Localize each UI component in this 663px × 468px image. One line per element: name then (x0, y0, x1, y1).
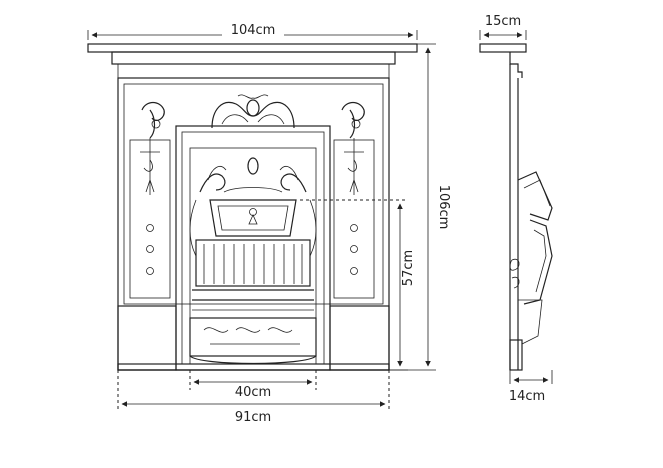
insert-panel (189, 147, 317, 365)
base-width-label: 91cm (235, 410, 271, 425)
side-mantel-profile (509, 52, 523, 78)
left-plinth (117, 305, 177, 371)
side-base-depth-label: 14cm (509, 389, 545, 404)
arch-right-side (309, 199, 317, 257)
insert-frame-outer (175, 125, 331, 371)
side-canopy (517, 171, 553, 221)
arch-left-side (189, 199, 197, 257)
insert-frame-inner (181, 131, 325, 365)
opening-width-label: 40cm (235, 385, 271, 400)
dim-side-top: 15cm (479, 11, 527, 40)
right-plinth (329, 305, 390, 371)
side-top-depth-label: 15cm (485, 14, 521, 29)
dim-opening-width: 40cm (189, 370, 317, 400)
canopy (209, 199, 297, 237)
mantel-frieze (111, 51, 396, 65)
dim-side-base: 14cm (509, 370, 553, 404)
insert-ornament (199, 157, 307, 193)
grate (192, 239, 314, 311)
left-flower-ornament (140, 101, 165, 195)
ash-fret (189, 317, 317, 365)
dim-base-width: 91cm (117, 370, 390, 425)
right-flower-ornament (341, 101, 365, 195)
side-mantel-shelf (479, 43, 527, 53)
dim-top-width: 104cm (87, 22, 418, 40)
side-grate (523, 219, 553, 305)
left-pilaster-dots (146, 224, 154, 275)
hearth-base (117, 363, 390, 371)
opening-height-label: 57cm (401, 250, 416, 286)
front-view (87, 43, 418, 371)
top-width-label: 104cm (231, 23, 276, 38)
mantel-shelf (87, 43, 418, 53)
height-label: 106cm (436, 185, 451, 230)
top-ornament (211, 94, 295, 129)
side-view (479, 43, 553, 371)
surround-inner (123, 83, 384, 305)
side-fret (518, 299, 543, 345)
dim-height: 106cm (389, 43, 451, 371)
dim-opening-height: 57cm (300, 199, 416, 371)
right-pilaster-dots (350, 224, 358, 275)
side-plinth (509, 339, 523, 371)
mantel-lower-band (117, 63, 390, 79)
